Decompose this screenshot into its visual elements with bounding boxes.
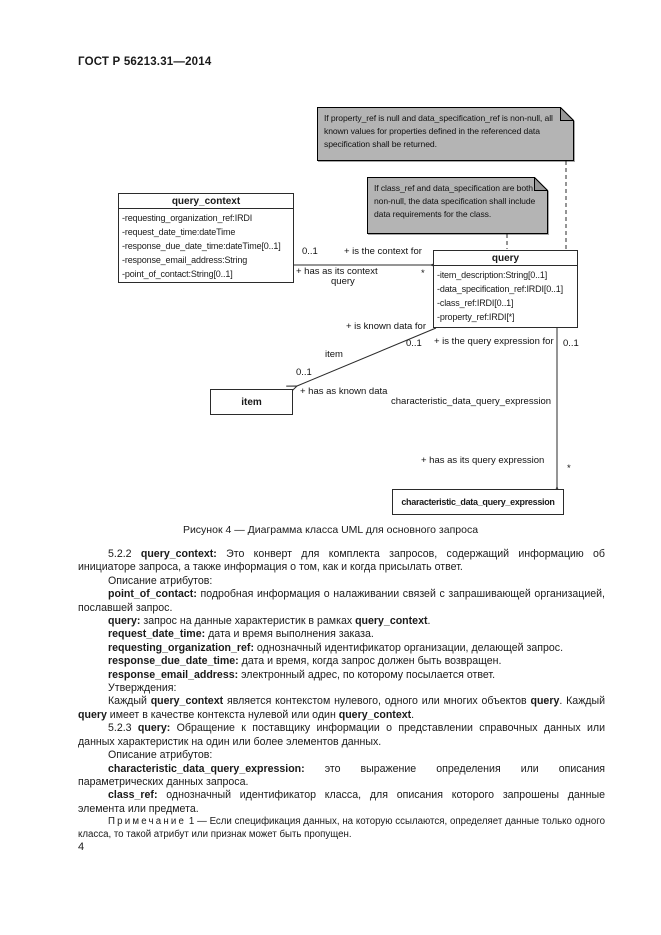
- text-run: query: [530, 695, 560, 708]
- text-run: дата и время выполнения заказа.: [205, 628, 374, 641]
- paragraph: query: запрос на данные характеристик в …: [78, 615, 605, 628]
- page-number: 4: [78, 841, 85, 853]
- note-shape: [317, 107, 574, 161]
- text-run: query_context:: [140, 548, 217, 560]
- text-run: query:: [108, 615, 141, 628]
- uml-attribute: -point_of_contact:String[0..1]: [122, 269, 233, 279]
- text-run: запрос на данные характеристик в рамках: [140, 615, 356, 628]
- text-run: point_of_contact:: [108, 588, 197, 601]
- association-label-has-as-its-context: + has as its context: [296, 266, 378, 277]
- text-run: является контекстом нулевого, одного или…: [223, 695, 531, 708]
- association-label-is-query-expression-for: + is the query expression for: [434, 336, 554, 347]
- text-run: 5.2.2: [108, 548, 141, 560]
- text-run: Утверждения:: [108, 682, 177, 695]
- uml-attribute: -response_due_date_time:dateTime[0..1]: [122, 241, 281, 251]
- text-run: электронный адрес, по которому посылаетс…: [238, 668, 496, 681]
- uml-class-query-context: query_context -requesting_organization_r…: [118, 193, 294, 283]
- multiplicity-label: 0..1: [406, 338, 422, 349]
- text-run: Описание атрибутов:: [108, 574, 213, 587]
- multiplicity-label: 0..1: [563, 338, 579, 349]
- text-run: однозначный идентификатор класса, для оп…: [78, 789, 605, 815]
- association-label-has-as-its-query-expression: + has as its query expression: [421, 455, 545, 466]
- uml-attribute: -request_date_time:dateTime: [122, 227, 236, 237]
- uml-class-item: item: [210, 389, 293, 415]
- role-label-characteristic-data-query-expression: characteristic_data_query_expression: [391, 396, 552, 407]
- text-run: это выражение определения или описания п…: [78, 762, 605, 788]
- multiplicity-label: *: [567, 463, 571, 474]
- association-label-is-known-data-for: + is known data for: [346, 321, 427, 332]
- text-run: .: [427, 615, 431, 628]
- text-run: query:: [137, 722, 171, 735]
- text-run: . Каждый: [559, 695, 605, 708]
- paragraph: point_of_contact: подробная информация о…: [78, 588, 605, 615]
- text-run: characteristic_data_query_expression:: [108, 762, 305, 775]
- text-run: Обращение к поставщику информации о пред…: [78, 722, 605, 748]
- text-run: query_context: [355, 615, 428, 628]
- text-run: Примечание: [108, 816, 187, 828]
- text-run: дата и время, когда запрос должен быть в…: [238, 655, 502, 668]
- paragraph: characteristic_data_query_expression: эт…: [78, 763, 605, 790]
- class-title: item: [241, 396, 262, 408]
- paragraph: requesting_organization_ref: однозначный…: [78, 642, 605, 655]
- text-run: Описание атрибутов:: [108, 749, 213, 762]
- class-attributes: -requesting_organization_ref:IRDI -reques…: [119, 209, 293, 282]
- paragraph: Примечание 1 — Если спецификация данных,…: [78, 816, 605, 841]
- paragraph: 5.2.2 query_context: Это конверт для ком…: [78, 548, 605, 575]
- class-attributes: -item_description:String[0..1] -data_spec…: [434, 266, 577, 326]
- paragraph: request_date_time: дата и время выполнен…: [78, 628, 605, 641]
- paragraph: Утверждения:: [78, 682, 605, 695]
- uml-class-characteristic-data-query-expression: characteristic_data_query_expression: [392, 489, 564, 515]
- note-text: If class_ref and data_specification are …: [374, 183, 536, 219]
- uml-attribute: -property_ref:IRDI[*]: [437, 312, 515, 322]
- text-run: query: [78, 708, 107, 721]
- class-title: query_context: [119, 194, 293, 209]
- paragraph: Описание атрибутов:: [78, 749, 605, 762]
- page-header: ГОСТ Р 56213.31—2014: [78, 56, 212, 68]
- uml-note-class-ref: If class_ref and data_specification are …: [367, 177, 548, 234]
- class-title: characteristic_data_query_expression: [401, 497, 555, 507]
- uml-attribute: -item_description:String[0..1]: [437, 270, 548, 280]
- text-run: Это конверт для комплекта запросов, соде…: [78, 548, 605, 574]
- text-run: request_date_time:: [108, 628, 206, 641]
- paragraph: class_ref: однозначный идентификатор кла…: [78, 789, 605, 816]
- figure-caption: Рисунок 4 — Диаграмма класса UML для осн…: [182, 524, 479, 536]
- paragraph: response_due_date_time: дата и время, ко…: [78, 655, 605, 668]
- role-label-item: item: [325, 349, 343, 360]
- note-text: If property_ref is null and data_specifi…: [324, 113, 553, 149]
- uml-attribute: -response_email_address:String: [122, 255, 248, 265]
- role-label-query: query: [331, 276, 355, 287]
- text-run: 1 — Если спецификация данных, на которую…: [78, 816, 605, 840]
- text-run: Каждый: [108, 695, 151, 708]
- multiplicity-label: *: [421, 268, 425, 279]
- text-run: query_context: [150, 695, 224, 708]
- text-run: query_context: [338, 708, 412, 721]
- uml-note-property-ref: If property_ref is null and data_specifi…: [317, 107, 574, 161]
- text-run: .: [411, 708, 415, 721]
- paragraph: Описание атрибутов:: [78, 575, 605, 588]
- text-run: requesting_organization_ref:: [108, 641, 254, 654]
- paragraph: Каждый query_context является контекстом…: [78, 695, 605, 722]
- text-run: response_due_date_time:: [108, 655, 239, 668]
- text-run: response_email_address:: [108, 668, 239, 681]
- uml-attribute: -class_ref:IRDI[0..1]: [437, 298, 514, 308]
- text-run: class_ref:: [108, 789, 158, 802]
- multiplicity-label: 0..1: [302, 246, 318, 257]
- text-run: подробная информация о налаживании связе…: [78, 588, 605, 614]
- uml-class-query: query -item_description:String[0..1] -dat…: [433, 250, 578, 328]
- uml-attribute: -requesting_organization_ref:IRDI: [122, 213, 253, 223]
- uml-attribute: -data_specification_ref:IRDI[0..1]: [437, 284, 563, 294]
- body-text: 5.2.2 query_context: Это конверт для ком…: [78, 548, 605, 841]
- note-fold-icon: [560, 107, 574, 121]
- association-label-is-context-for: + is the context for: [344, 246, 422, 257]
- text-run: однозначный идентификатор организации, д…: [253, 641, 564, 654]
- text-run: имеет в качестве контекста нулевой или о…: [106, 708, 339, 721]
- note-fold-icon: [534, 177, 548, 191]
- association-label-has-as-known-data: + has as known data: [300, 386, 388, 397]
- multiplicity-label: 0..1: [296, 367, 312, 378]
- note-shape: [367, 177, 548, 234]
- text-run: 5.2.3: [108, 722, 138, 735]
- paragraph: 5.2.3 query: Обращение к поставщику инфо…: [78, 722, 605, 749]
- paragraph: response_email_address: электронный адре…: [78, 669, 605, 682]
- class-title: query: [434, 251, 577, 266]
